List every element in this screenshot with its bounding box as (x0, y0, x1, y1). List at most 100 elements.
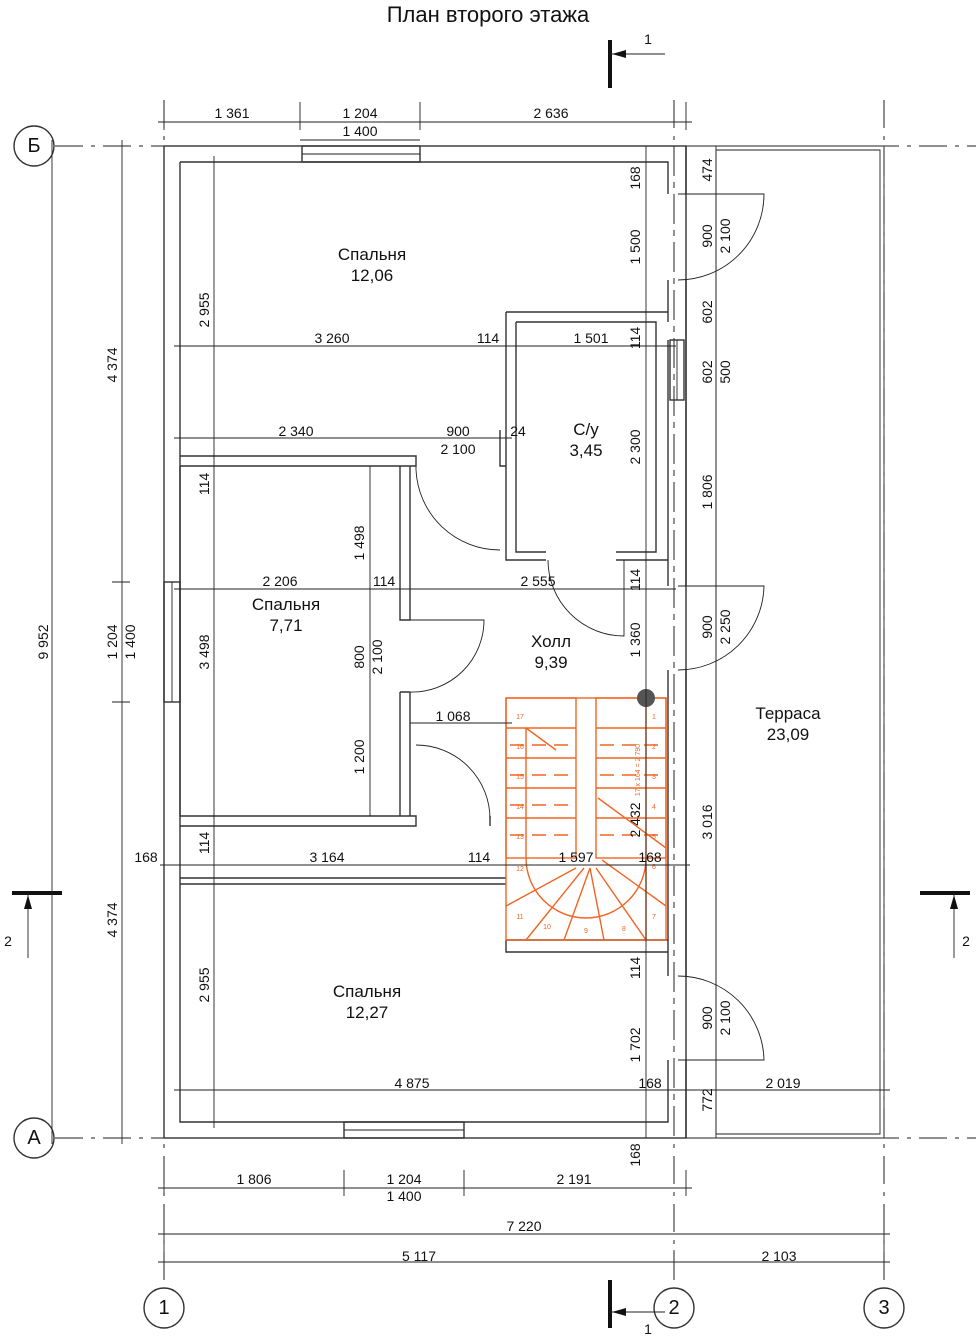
stair-step-number: 8 (622, 926, 626, 933)
stair-step-number: 13 (516, 834, 524, 841)
dimension-label: 1 501 (573, 330, 608, 346)
dimension-label: 1 068 (435, 708, 470, 724)
dimension-label: 168 (638, 1075, 662, 1091)
room-area: 7,71 (269, 616, 302, 635)
dimension-label: 1 400 (342, 123, 377, 139)
dimension-label: 1 200 (351, 739, 367, 774)
dimension-label: 1 204 (386, 1171, 421, 1187)
room-area: 23,09 (767, 725, 810, 744)
dimension-label: 2 955 (196, 292, 212, 327)
walls (163, 145, 885, 1139)
dimension-label: 3 498 (196, 634, 212, 669)
dimension-label: 2 100 (717, 1000, 733, 1035)
svg-text:1: 1 (158, 1297, 169, 1319)
room-name: Спальня (252, 595, 320, 614)
dimension-label: 900 (446, 423, 470, 439)
dimension-lines (51, 102, 890, 1270)
stair-step-number: 9 (584, 928, 588, 935)
stair-step-number: 14 (516, 804, 524, 811)
svg-text:2: 2 (962, 933, 970, 949)
dimension-label: 114 (373, 573, 396, 589)
stair-step-number: 2 (652, 744, 656, 751)
dimension-label: 3 260 (314, 330, 349, 346)
svg-text:2: 2 (4, 933, 12, 949)
dimension-label: 114 (196, 832, 212, 855)
dimension-label: 1 806 (699, 474, 715, 509)
svg-text:А: А (27, 1127, 41, 1149)
dimension-label: 114 (627, 569, 643, 592)
stair-step-number: 11 (516, 914, 523, 921)
axis-marker-1 (143, 1287, 185, 1329)
dimension-label: 2 250 (717, 609, 733, 644)
dimension-label: 1 360 (627, 622, 643, 657)
axis-markers: Б А 1 2 3 (13, 125, 905, 1329)
dimension-label: 2 100 (440, 441, 475, 457)
dimension-label: 1 498 (351, 525, 367, 560)
dimension-label: 4 374 (104, 902, 120, 937)
dimension-label: 24 (510, 423, 526, 439)
axis-marker-2 (653, 1287, 695, 1329)
dimension-label: 168 (627, 166, 643, 190)
dimension-label: 1 361 (214, 105, 249, 121)
dimension-label: 3 016 (699, 804, 715, 839)
room-name: Холл (531, 632, 571, 651)
dimension-label: 114 (477, 330, 500, 346)
dimension-label: 2 432 (627, 802, 643, 837)
dimension-label: 1 500 (627, 229, 643, 264)
room-area: 3,45 (569, 441, 602, 460)
axis-marker-a (13, 1117, 55, 1159)
section-marks: 1 1 2 2 (4, 31, 970, 1337)
dimension-label: 602 (699, 300, 715, 324)
dimension-label: 7 220 (506, 1218, 541, 1234)
dimension-label: 5 117 (402, 1248, 436, 1264)
doors (409, 193, 765, 1061)
room-area: 12,27 (346, 1003, 389, 1022)
dimension-label: 168 (627, 1143, 643, 1167)
dimension-label: 2 636 (533, 105, 568, 121)
axis-marker-3 (863, 1287, 905, 1329)
plan-title: План второго этажа (387, 2, 590, 27)
room-name: Спальня (338, 245, 406, 264)
dimension-label: 500 (717, 360, 733, 384)
room-name: Терраса (755, 704, 821, 723)
dimension-label: 3 164 (309, 849, 344, 865)
dimension-label: 900 (699, 615, 715, 639)
dimension-label: 2 955 (196, 967, 212, 1002)
dimension-label: 900 (699, 1006, 715, 1030)
dimension-label: 772 (699, 1088, 715, 1112)
stair-step-number: 10 (543, 924, 551, 931)
svg-text:1: 1 (644, 31, 652, 47)
dimension-label: 1 204 (104, 624, 120, 659)
dimension-label: 2 103 (761, 1248, 796, 1264)
room-area: 12,06 (351, 266, 394, 285)
axis-lines (55, 100, 976, 1288)
dimension-label: 1 400 (122, 624, 138, 659)
dimension-label: 168 (638, 849, 662, 865)
dimension-label: 2 300 (627, 429, 643, 464)
svg-text:Б: Б (27, 135, 40, 157)
dimension-label: 2 100 (717, 218, 733, 253)
svg-text:3: 3 (878, 1297, 889, 1319)
dimension-label: 168 (134, 849, 158, 865)
dimension-label: 1 597 (558, 849, 593, 865)
dimension-label: 474 (699, 158, 715, 182)
room-name: С/у (573, 420, 599, 439)
dimension-label: 602 (699, 360, 715, 384)
dimension-label: 800 (351, 645, 367, 669)
dimension-label: 114 (627, 957, 643, 980)
dimension-label: 114 (196, 473, 212, 496)
dimension-label: 1 806 (236, 1171, 271, 1187)
dimension-label: 4 875 (394, 1075, 429, 1091)
stair-step-number: 6 (652, 864, 656, 871)
stair-step-number: 15 (516, 774, 524, 781)
room-area: 9,39 (534, 653, 567, 672)
dimension-label: 2 019 (765, 1075, 800, 1091)
stair-step-number: 17 (516, 714, 524, 721)
stair-step-number: 7 (652, 914, 656, 921)
room-name: Спальня (333, 982, 401, 1001)
dimension-label: 2 340 (278, 423, 313, 439)
stair-step-number: 4 (652, 804, 656, 811)
